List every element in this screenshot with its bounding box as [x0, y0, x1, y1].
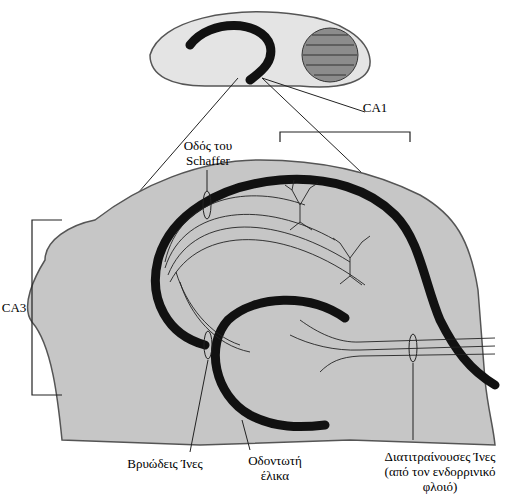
fiber-marker — [204, 331, 212, 359]
part-label: (από τον ενδορρινικό φλοιό) — [380, 464, 500, 494]
part-label: Διατιτραίνουσες Ίνες — [365, 449, 513, 464]
cerebellum — [302, 28, 358, 82]
fiber-marker — [409, 334, 417, 362]
fiber-bundle — [165, 196, 495, 372]
dendrite — [285, 180, 370, 285]
fiber-marker — [203, 191, 211, 219]
dentate-layer — [215, 300, 345, 426]
bracket — [32, 220, 62, 395]
leader-line — [190, 170, 413, 452]
brain-outline — [150, 12, 370, 87]
pyramidal-layer — [155, 179, 495, 385]
part-label: CA1 — [345, 100, 405, 115]
hippocampus-section — [28, 160, 495, 445]
brain-hippocampus — [190, 25, 271, 80]
cerebellum-folds — [303, 35, 357, 75]
part-label: Οδοντωτή έλικα — [240, 453, 310, 483]
part-label: CA3 — [0, 300, 34, 315]
bracket — [280, 132, 410, 142]
part-label: Οδός του Schaffer — [172, 138, 244, 168]
part-label: Βρυώδεις Ίνες — [110, 456, 220, 471]
